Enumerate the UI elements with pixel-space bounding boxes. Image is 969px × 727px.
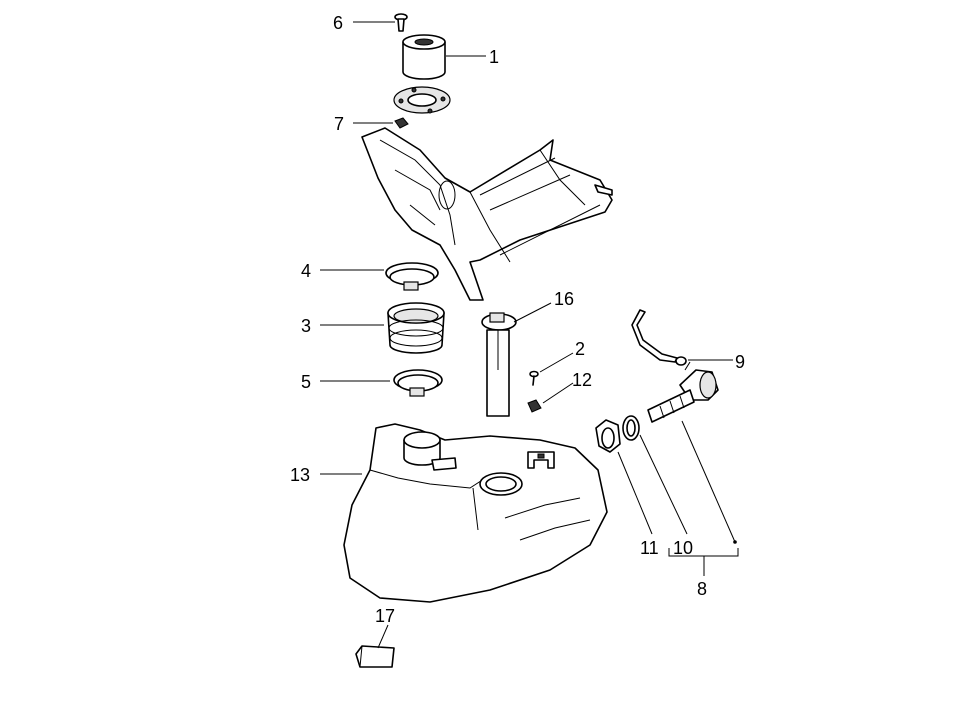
label-10: 10 [673, 538, 693, 558]
part-9-hose [631, 309, 687, 366]
part-12-nut [527, 399, 542, 413]
label-5: 5 [301, 372, 311, 392]
part-11-clamp [595, 419, 621, 453]
label-13: 13 [290, 465, 310, 485]
part-7-clip [394, 117, 409, 129]
label-16: 16 [554, 289, 574, 309]
part-3-sleeve [387, 302, 445, 354]
leader-lines [320, 21, 739, 649]
part-1-filter [393, 34, 451, 114]
label-2: 2 [575, 339, 585, 359]
label-11: 11 [640, 538, 659, 558]
part-6-screw [394, 13, 408, 32]
label-17: 17 [375, 606, 395, 626]
label-7: 7 [334, 114, 344, 134]
part-4-clamp [385, 262, 439, 291]
label-9: 9 [735, 352, 745, 372]
label-8: 8 [697, 579, 707, 599]
label-1: 1 [489, 47, 499, 67]
label-6: 6 [333, 13, 343, 33]
part-16-fuel-sender [481, 312, 517, 417]
footboard-frame [361, 127, 613, 301]
label-4: 4 [301, 261, 311, 281]
part-17-pad [355, 645, 395, 668]
label-12: 12 [572, 370, 592, 390]
part-8-fuel-tap [647, 361, 719, 423]
part-10-oring [622, 415, 640, 441]
part-5-clamp [393, 369, 443, 397]
callout-labels: 6 1 7 4 3 5 13 16 2 12 9 11 10 8 17 [290, 13, 745, 626]
label-3: 3 [301, 316, 311, 336]
part-13-fuel-tank [343, 423, 608, 603]
part-2-screw [529, 370, 539, 386]
